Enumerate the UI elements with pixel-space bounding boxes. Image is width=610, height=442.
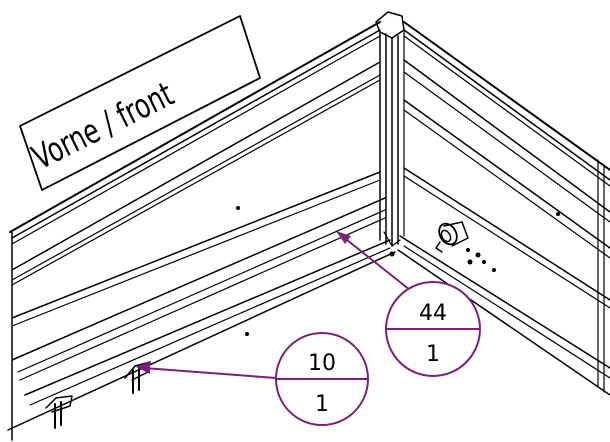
leader-line	[341, 235, 411, 291]
hole-dot	[492, 268, 496, 272]
corner-post	[375, 11, 405, 257]
leader-arrow	[336, 231, 351, 244]
hole-dot	[389, 251, 395, 257]
hole-dot	[475, 252, 481, 258]
hole-dot	[466, 248, 470, 252]
hole-dot	[556, 212, 560, 216]
hole-dot	[482, 260, 486, 264]
side-fitting	[435, 221, 469, 253]
hole-dot	[467, 259, 473, 265]
callout-10: 10 1	[136, 332, 369, 426]
callout-item-number: 10	[308, 351, 336, 376]
side-panel	[397, 21, 610, 396]
callout-quantity: 1	[315, 392, 329, 417]
leader-arrow	[136, 361, 150, 374]
title-label: Vorne / front	[19, 15, 261, 191]
leader-line	[143, 367, 277, 379]
hole-dot	[245, 332, 249, 336]
bolt-group	[45, 361, 151, 429]
callout-44: 44 1	[336, 231, 481, 377]
hole-dot	[236, 206, 240, 210]
front-panel	[7, 21, 396, 441]
callout-item-number: 44	[419, 301, 447, 326]
callout-quantity: 1	[426, 342, 440, 367]
